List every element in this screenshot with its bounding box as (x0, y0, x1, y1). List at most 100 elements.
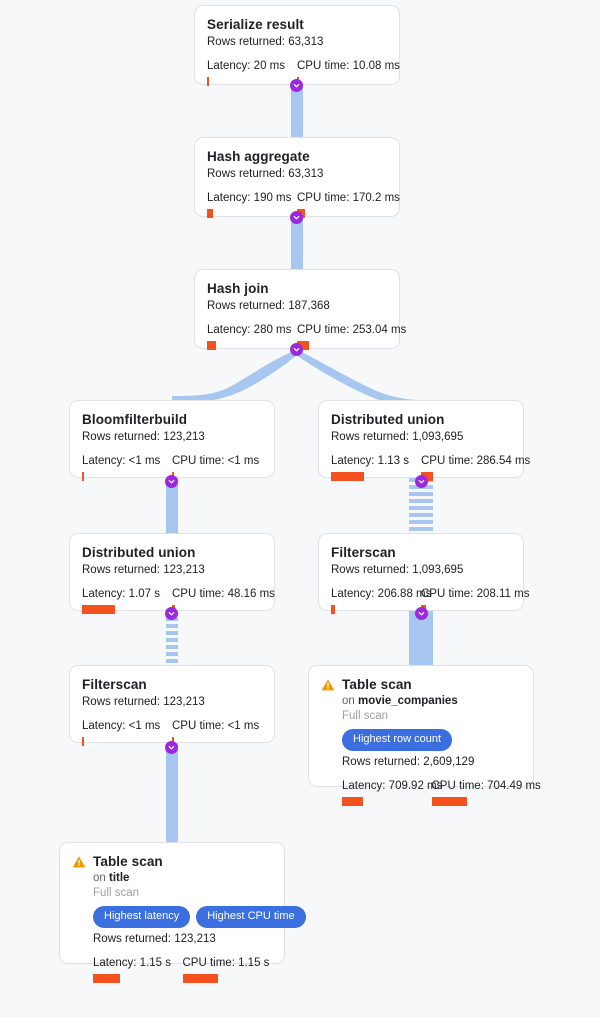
scan-target: on title (93, 871, 272, 886)
latency-value: 709.92 ms (388, 780, 443, 792)
cpu-prefix: CPU time: (172, 455, 228, 467)
latency-value: 20 ms (253, 60, 285, 72)
cpu-label: CPU time: 170.2 ms (297, 191, 400, 205)
cpu-metric: CPU time: 170.2 ms (297, 191, 400, 218)
cpu-label: CPU time: <1 ms (172, 719, 262, 733)
rows-returned-value: 2,609,129 (423, 756, 475, 768)
rows-returned-label: Rows returned: (207, 300, 289, 312)
node-title: Hash aggregate (207, 149, 310, 164)
latency-bar (82, 605, 116, 614)
cpu-value: 48.16 ms (227, 588, 275, 600)
plan-node-serialize-result[interactable]: Serialize result Rows returned: 63,313 L… (194, 5, 400, 86)
rows-returned: Rows returned: 63,313 (207, 167, 387, 182)
latency-metric: Latency: <1 ms (82, 719, 172, 746)
cpu-label: CPU time: 10.08 ms (297, 59, 400, 73)
cpu-label: CPU time: 1.15 s (183, 956, 273, 970)
plan-node-distributed-union-left[interactable]: Distributed union Rows returned: 123,213… (69, 533, 275, 614)
cpu-prefix: CPU time: (431, 780, 488, 792)
connector-marker-distributed-union-right[interactable] (415, 475, 428, 488)
cpu-value: 208.11 ms (476, 588, 530, 600)
plan-node-filterscan-left[interactable]: Filterscan Rows returned: 123,213 Latenc… (69, 665, 275, 746)
node-body: on title Full scan Highest latency Highe… (72, 871, 306, 983)
edge-hashjoin-to-bloomfilterbuild (172, 352, 297, 404)
chevron-down-icon (293, 215, 300, 220)
latency-value: <1 ms (128, 720, 161, 732)
latency-prefix: Latency: (82, 455, 129, 467)
edge-serialize-to-hash-aggregate (291, 80, 303, 140)
node-header: Table scan (72, 853, 272, 870)
latency-prefix: Latency: (82, 720, 129, 732)
connector-marker-filterscan-right[interactable] (415, 607, 428, 620)
plan-node-table-scan-movie-companies[interactable]: Table scan on movie_companies Full scan … (308, 665, 541, 806)
chevron-down-icon (293, 83, 300, 88)
node-title: Filterscan (82, 677, 147, 692)
node-body: Rows returned: 1,093,695 Latency: 1.13 s… (331, 430, 530, 481)
cpu-label: CPU time: <1 ms (172, 454, 262, 468)
cpu-value: 704.49 ms (487, 780, 541, 792)
latency-prefix: Latency: (342, 780, 389, 792)
connector-marker-distributed-union-left[interactable] (165, 607, 178, 620)
latency-metric: Latency: 1.13 s (331, 454, 421, 481)
node-title: Hash join (207, 281, 269, 296)
latency-label: Latency: 1.07 s (82, 587, 172, 601)
plan-node-distributed-union-right[interactable]: Distributed union Rows returned: 1,093,6… (318, 400, 530, 481)
cpu-prefix: CPU time: (172, 720, 228, 732)
table-name: title (109, 872, 130, 884)
latency-label: Latency: 280 ms (207, 323, 297, 337)
edge-distributed-union-left-to-filterscan-left (166, 610, 178, 672)
edge-bloomfilterbuild-to-distributed-union-left (166, 476, 178, 538)
cpu-bar (297, 341, 309, 350)
rows-returned: Rows returned: 63,313 (207, 35, 387, 50)
rows-returned-label: Rows returned: (82, 431, 164, 443)
badge-highest-cpu-time[interactable]: Highest CPU time (196, 906, 306, 928)
chevron-down-icon (168, 611, 175, 616)
badge-highest-row-count[interactable]: Highest row count (342, 729, 453, 751)
latency-value: 1.15 s (139, 957, 171, 969)
rows-returned-value: 123,213 (163, 696, 205, 708)
cpu-value: 253.04 ms (352, 324, 407, 336)
node-header: Bloomfilterbuild (82, 411, 262, 428)
plan-node-table-scan-title[interactable]: Table scan on title Full scan Highest la… (59, 842, 306, 983)
rows-returned-value: 123,213 (163, 564, 205, 576)
cpu-value: 170.2 ms (352, 192, 400, 204)
rows-returned: Rows returned: 1,093,695 (331, 563, 511, 578)
connector-marker-bloomfilterbuild[interactable] (165, 475, 178, 488)
node-metrics: Latency: 1.07 s CPU time: 48.16 ms (82, 587, 275, 614)
cpu-value: <1 ms (227, 720, 260, 732)
cpu-prefix: CPU time: (172, 588, 228, 600)
edge-filterscan-left-to-table-scan-title (166, 742, 178, 848)
cpu-prefix: CPU time: (182, 957, 239, 969)
rows-returned-value: 63,313 (288, 36, 324, 48)
latency-metric: Latency: 20 ms (207, 59, 297, 86)
cpu-label: CPU time: 286.54 ms (421, 454, 530, 468)
chevron-down-icon (168, 745, 175, 750)
connector-marker-filterscan-left[interactable] (165, 741, 178, 754)
node-title: Serialize result (207, 17, 304, 32)
badge-highest-latency[interactable]: Highest latency (93, 906, 191, 928)
cpu-metric: CPU time: 10.08 ms (297, 59, 400, 86)
plan-node-hash-join[interactable]: Hash join Rows returned: 187,368 Latency… (194, 269, 406, 350)
node-title: Bloomfilterbuild (82, 412, 188, 427)
latency-metric: Latency: <1 ms (82, 454, 172, 481)
rows-returned: Rows returned: 1,093,695 (331, 430, 511, 445)
rows-returned-label: Rows returned: (331, 431, 413, 443)
node-header: Filterscan (82, 676, 262, 693)
plan-node-hash-aggregate[interactable]: Hash aggregate Rows returned: 63,313 Lat… (194, 137, 400, 218)
latency-label: Latency: <1 ms (82, 719, 172, 733)
plan-node-bloomfilterbuild[interactable]: Bloomfilterbuild Rows returned: 123,213 … (69, 400, 275, 481)
node-body: Rows returned: 1,093,695 Latency: 206.88… (331, 563, 529, 614)
node-metrics: Latency: 206.88 ms CPU time: 208.11 ms (331, 587, 529, 614)
latency-label: Latency: 1.15 s (93, 956, 183, 970)
connector-marker-serialize[interactable] (290, 79, 303, 92)
rows-returned: Rows returned: 187,368 (207, 299, 387, 314)
connector-marker-hash-join[interactable] (290, 343, 303, 356)
node-metrics: Latency: 709.92 ms CPU time: 704.49 ms (342, 779, 541, 806)
latency-bar (82, 472, 84, 481)
cpu-prefix: CPU time: (421, 588, 477, 600)
latency-prefix: Latency: (207, 192, 254, 204)
cpu-metric: CPU time: 253.04 ms (297, 323, 406, 350)
plan-node-filterscan-right[interactable]: Filterscan Rows returned: 1,093,695 Late… (318, 533, 529, 614)
cpu-prefix: CPU time: (297, 60, 353, 72)
connector-marker-hash-aggregate[interactable] (290, 211, 303, 224)
